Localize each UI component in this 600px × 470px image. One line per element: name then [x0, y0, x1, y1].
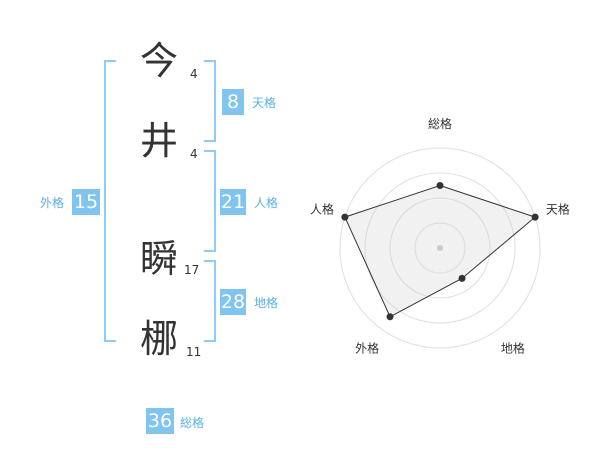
- chikaku-badge: 28: [220, 289, 246, 315]
- radar-series-polygon: [344, 184, 537, 318]
- jinkaku-badge: 21: [220, 189, 246, 215]
- name-char-1: 今: [140, 39, 179, 83]
- radar-axis-label-3: 外格: [355, 340, 379, 355]
- radar-center: [437, 245, 443, 251]
- name-char-3: 瞬: [140, 237, 179, 281]
- stroke-count-3: 17: [184, 263, 200, 277]
- jinkaku-label: 人格: [254, 196, 279, 210]
- gaikaku-label: 外格: [40, 196, 65, 210]
- soukaku-badge: 36: [146, 408, 174, 434]
- name-char-2: 井: [140, 119, 179, 163]
- radar-axis-label-0: 総格: [428, 116, 452, 131]
- soukaku-label: 総格: [180, 416, 205, 430]
- radar-point-2: [458, 274, 466, 282]
- jinkaku-bracket: [204, 150, 216, 252]
- radar-point-3: [386, 313, 394, 321]
- radar-axis-label-1: 天格: [546, 202, 570, 217]
- radar-ring-3: [364, 172, 516, 324]
- stroke-count-2: 4: [190, 147, 198, 161]
- chikaku-label: 地格: [254, 296, 279, 310]
- radar-ring-2: [389, 197, 491, 299]
- stroke-count-1: 4: [190, 67, 198, 81]
- radar-point-1: [531, 213, 539, 221]
- radar-ring-1: [414, 222, 466, 274]
- gaikaku-bracket: [104, 60, 116, 342]
- gaikaku-badge: 15: [72, 189, 100, 215]
- tenkaku-badge: 8: [222, 89, 244, 115]
- chikaku-bracket: [204, 260, 216, 342]
- radar-axis-label-4: 人格: [310, 202, 334, 217]
- name-char-4: 梛: [140, 317, 179, 361]
- stroke-count-4: 11: [186, 345, 202, 359]
- tenkaku-label: 天格: [252, 96, 277, 110]
- radar-axis-label-2: 地格: [501, 340, 525, 355]
- tenkaku-bracket: [204, 60, 216, 142]
- radar-point-4: [341, 213, 349, 221]
- radar-point-0: [436, 182, 444, 189]
- radar-ring-4: [339, 147, 541, 349]
